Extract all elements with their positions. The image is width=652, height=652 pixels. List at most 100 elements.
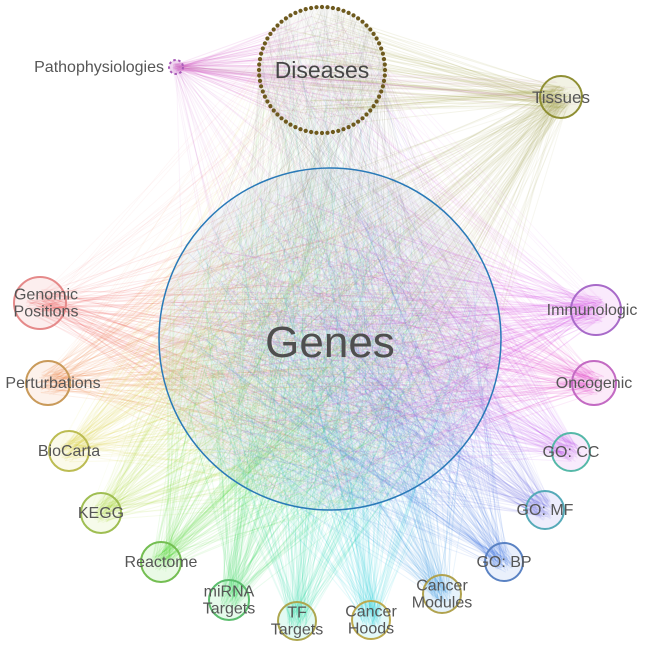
ring-dot	[279, 116, 284, 121]
ring-dot	[351, 122, 356, 127]
ring-dot	[380, 51, 385, 56]
edges-go-cc--genes	[179, 176, 582, 497]
node-reactome[interactable]	[140, 541, 182, 583]
label-genes: Genes	[265, 318, 395, 367]
edges-kegg--genes	[89, 188, 494, 523]
ring-dot	[346, 10, 351, 15]
label-diseases: Diseases	[275, 57, 370, 83]
ring-dot	[288, 122, 293, 127]
label-perturbations: Perturbations	[5, 375, 100, 392]
ring-dot	[298, 8, 303, 13]
edges-oncogenic--diseases	[264, 18, 606, 392]
node-immunologic[interactable]	[570, 284, 622, 336]
ring-dot	[275, 23, 280, 28]
ring-dot	[377, 94, 382, 99]
ring-dot	[379, 46, 384, 51]
ring-dot	[374, 36, 379, 41]
ring-dot	[371, 104, 376, 109]
ring-dot	[325, 130, 330, 135]
ring-dot	[336, 128, 341, 133]
node-kegg[interactable]	[80, 492, 122, 534]
edges-pathophysiologies--diseases	[172, 15, 382, 126]
label-go-bp: GO: BP	[476, 554, 531, 571]
ring-dot	[319, 4, 325, 10]
node-cancer-hoods[interactable]	[351, 600, 391, 640]
node-oncogenic[interactable]	[571, 360, 617, 406]
ring-dot	[356, 16, 361, 21]
ring-dot	[257, 62, 262, 67]
edges-go-mf--diseases	[260, 21, 551, 519]
ring-dot	[283, 16, 288, 21]
label-reactome: Reactome	[125, 554, 198, 571]
node-genomic-positions[interactable]	[13, 276, 67, 330]
ring-dot	[268, 104, 273, 109]
ring-dot	[257, 73, 262, 78]
ring-dot	[379, 89, 384, 94]
ring-dot	[380, 84, 385, 89]
edges-kegg--diseases	[90, 19, 383, 524]
ring-dot	[374, 99, 379, 104]
ring-dot	[336, 7, 341, 12]
node-tissues[interactable]	[539, 75, 583, 119]
edges-tf-targets--diseases	[284, 14, 381, 631]
edges-immunologic--diseases	[270, 25, 610, 320]
edges-pathophysiologies--tissues	[173, 63, 577, 113]
ring-dot	[364, 23, 369, 28]
ring-dot	[381, 78, 387, 83]
node-perturbations[interactable]	[25, 360, 71, 406]
ring-dot	[330, 129, 335, 135]
ring-dot	[325, 5, 330, 10]
edges-tissues--diseases	[266, 13, 573, 126]
edges-go-cc--diseases	[292, 27, 582, 460]
node-diseases[interactable]	[256, 4, 388, 136]
node-go-bp[interactable]	[484, 542, 524, 582]
ring-dot	[360, 116, 365, 121]
ring-dot	[319, 130, 325, 136]
edges-go-mf--genes	[176, 177, 555, 521]
label-go-mf: GO: MF	[517, 502, 574, 519]
ring-dot	[341, 8, 346, 13]
ring-dot	[271, 108, 276, 113]
node-tf-targets[interactable]	[277, 601, 317, 641]
node-pathophysiologies[interactable]	[168, 59, 184, 75]
ring-dot	[382, 62, 387, 67]
ring-dot	[293, 10, 298, 15]
edges-go-bp--diseases	[277, 27, 512, 570]
ring-dot	[368, 27, 373, 32]
ring-dot	[381, 57, 387, 62]
ring-dot	[271, 27, 276, 32]
node-genes[interactable]	[158, 167, 502, 511]
ring-dot	[256, 67, 262, 73]
edges-perturbations--diseases	[37, 18, 371, 393]
edges-genomic-positions--genes	[25, 181, 488, 500]
node-cancer-modules[interactable]	[422, 574, 462, 614]
labels: GenesDiseasesPathophysiologiesTissuesGen…	[5, 57, 637, 638]
node-mirna-targets[interactable]	[208, 579, 250, 621]
ring-dot	[309, 129, 314, 135]
node-go-cc[interactable]	[551, 432, 591, 472]
ring-dot	[360, 19, 365, 24]
ring-dot	[368, 108, 373, 113]
ring-dot	[330, 5, 335, 11]
edges-cancer-modules--genes	[196, 178, 493, 604]
edges-mirna-targets--genes	[179, 179, 493, 611]
ring-dot	[371, 31, 376, 36]
edges-oncogenic--genes	[172, 192, 606, 498]
node-go-mf[interactable]	[525, 490, 565, 530]
label-biocarta: BioCarta	[38, 443, 100, 460]
edges-tissues--genes	[175, 85, 573, 502]
ring-dot	[356, 119, 361, 124]
ring-dot	[382, 73, 387, 78]
edges-go-bp--genes	[170, 193, 513, 573]
label-pathophysiologies: Pathophysiologies	[34, 59, 164, 76]
ring-dot	[314, 5, 319, 10]
ring-dot	[265, 99, 270, 104]
node-biocarta[interactable]	[48, 430, 90, 472]
ring-dot	[268, 31, 273, 36]
